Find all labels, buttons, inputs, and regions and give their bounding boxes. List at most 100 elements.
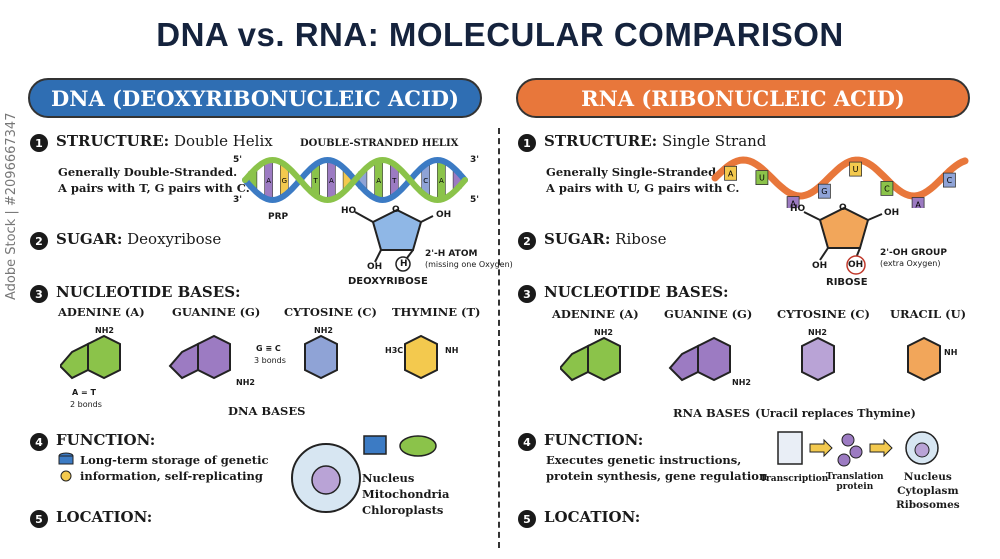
- dna-function-desc: Long-term storage of genetic information…: [80, 452, 268, 484]
- rna-cytosine-ring: [801, 336, 835, 382]
- rna-base-letter: A: [915, 201, 921, 209]
- dna-location-label: LOCATION:: [56, 508, 153, 526]
- rna-structure-value: Single Strand: [661, 132, 767, 150]
- rna-structure-number: 1: [518, 134, 536, 152]
- dna-location-heading: LOCATION:: [56, 508, 152, 526]
- rna-function-label: FUNCTION:: [544, 431, 644, 449]
- mitochondria-icon: [399, 435, 437, 457]
- ribose-structure: [803, 206, 883, 275]
- dna-sugar-number: 2: [30, 232, 48, 250]
- dna-banner: DNA (DEOXYRIBONUCLEIC ACID): [28, 78, 482, 118]
- dna-location-list: Nucleus Mitochondria Chloroplasts: [362, 470, 449, 518]
- dna-sugar-heading: SUGAR: Deoxyribose: [56, 230, 221, 248]
- rna-structure-desc2: A pairs with U, G pairs with C.: [546, 181, 740, 195]
- dna-function-line1: Long-term storage of genetic: [80, 453, 269, 467]
- rna-function-heading: FUNCTION:: [544, 431, 643, 449]
- rna-function-line2: protein synthesis, gene regulation: [546, 469, 768, 483]
- page-title: DNA vs. RNA: MOLECULAR COMPARISON: [156, 16, 844, 53]
- nucleus-icon: [311, 465, 341, 495]
- rna-function-line1: Executes genetic instructions,: [546, 453, 742, 467]
- rna-step-translation: Translation protein: [826, 472, 884, 492]
- deoxyribose-ho: HO: [341, 206, 357, 216]
- dna-at-bonds: 2 bonds: [70, 400, 102, 409]
- dna-function-number: 4: [30, 433, 48, 451]
- ribose-oh-highlight: OH: [848, 260, 864, 270]
- deoxyribose-name: DEOXYRIBOSE: [348, 276, 428, 287]
- rna-function-number: 4: [518, 433, 536, 451]
- rna-base-block: [724, 165, 738, 181]
- rna-base-block: [911, 197, 925, 208]
- rna-location-cytoplasm: Cytoplasm: [897, 485, 959, 497]
- dna-location-icons: [291, 435, 437, 513]
- rna-base-cytosine: CYTOSINE (C): [777, 307, 870, 321]
- dna-thymine-h3c: H3C: [385, 346, 404, 355]
- rna-banner: RNA (RIBONUCLEIC ACID): [516, 78, 970, 118]
- dna-sugar-label: SUGAR:: [56, 230, 123, 248]
- ribose-group-label: 2'-OH GROUP: [880, 248, 947, 258]
- rna-base-guanine: GUANINE (G): [664, 307, 753, 321]
- rna-structure-label: STRUCTURE:: [544, 132, 658, 150]
- deoxyribose-oh: OH: [367, 262, 383, 272]
- dna-function-line2: information, self-replicating: [80, 469, 263, 483]
- rna-bases-number: 3: [518, 285, 536, 303]
- rna-sugar-label: SUGAR:: [544, 230, 611, 248]
- ribose-name: RIBOSE: [826, 277, 868, 288]
- dna-base-thymine: THYMINE (T): [392, 305, 481, 319]
- rna-location-label: LOCATION:: [544, 508, 641, 526]
- dna-gc-bonds: 3 bonds: [254, 356, 286, 365]
- rna-sugar-value: Ribose: [615, 230, 667, 248]
- dna-bases-label: NUCLEOTIDE BASES:: [56, 283, 241, 301]
- ribose-oh-circle: [846, 255, 866, 275]
- rna-location-nucleus: Nucleus: [903, 471, 952, 483]
- dna-location-number: 5: [30, 510, 48, 528]
- rna-adenine-nh2: NH2: [594, 328, 613, 337]
- ribose-o: O: [839, 203, 847, 213]
- dna-function-heading: FUNCTION:: [56, 431, 155, 449]
- rna-base-uracil: URACIL (U): [890, 307, 967, 321]
- dna-base-letter: A: [266, 177, 271, 185]
- rna-location-number: 5: [518, 510, 536, 528]
- dna-adenine-nh2: NH2: [95, 326, 114, 335]
- deoxyribose-h: H: [400, 259, 408, 269]
- rna-step-translation-line2: protein: [836, 482, 874, 492]
- ribose-oh-top: OH: [884, 208, 900, 218]
- dna-at-label: A = T: [72, 388, 96, 397]
- dna-sugar-value: Deoxyribose: [127, 230, 222, 248]
- rna-step-translation-line1: Translation: [826, 472, 884, 482]
- ribose-ho: HO: [790, 204, 806, 214]
- dna-location-chloroplasts: Chloroplasts: [362, 503, 444, 517]
- dna-base-adenine: ADENINE (A): [58, 305, 145, 319]
- rna-base-letter: U: [853, 165, 859, 174]
- dna-base-letter: T: [313, 177, 319, 185]
- dna-end-5-bottom: 5': [470, 195, 480, 205]
- dna-structure-label: STRUCTURE:: [56, 132, 170, 150]
- dna-bases-heading: NUCLEOTIDE BASES:: [56, 283, 241, 301]
- dna-thymine-ring: [404, 334, 438, 380]
- rna-structure-heading: STRUCTURE: Single Strand: [544, 132, 766, 150]
- dna-base-letter: T: [391, 177, 397, 185]
- rna-location-ribosomes: Ribosomes: [896, 499, 960, 511]
- protein-icon: [837, 453, 851, 467]
- dna-storage-icon: [58, 452, 74, 482]
- deoxyribose-atom-note: (missing one Oxygen): [425, 260, 513, 269]
- dna-strand-green: [242, 156, 468, 204]
- dna-bases-caption: DNA BASES: [228, 404, 306, 418]
- dna-end-5-top: 5': [233, 155, 243, 165]
- rna-sugar-number: 2: [518, 232, 536, 250]
- rna-base-letter: A: [790, 200, 796, 208]
- deoxyribose-structure: [354, 208, 434, 272]
- dna-thymine-nh: NH: [445, 346, 459, 355]
- rna-bases-caption-row: RNA BASES (Uracil replaces Thymine): [673, 402, 916, 422]
- dna-base-letter: A: [329, 177, 334, 185]
- dna-location-mitochondria: Mitochondria: [362, 487, 450, 501]
- dna-cytosine-nh2: NH2: [314, 326, 333, 335]
- dna-structure-number: 1: [30, 134, 48, 152]
- watermark: Adobe Stock | #2096667347: [4, 112, 19, 300]
- dna-base-letter: C: [423, 177, 428, 185]
- dna-guanine-nh2: NH2: [236, 378, 255, 387]
- rna-bases-heading: NUCLEOTIDE BASES:: [544, 283, 729, 301]
- rna-location-list: Nucleus Cytoplasm Ribosomes: [896, 470, 960, 512]
- rna-base-block: [849, 161, 863, 177]
- rna-strand-backbone: [711, 156, 969, 200]
